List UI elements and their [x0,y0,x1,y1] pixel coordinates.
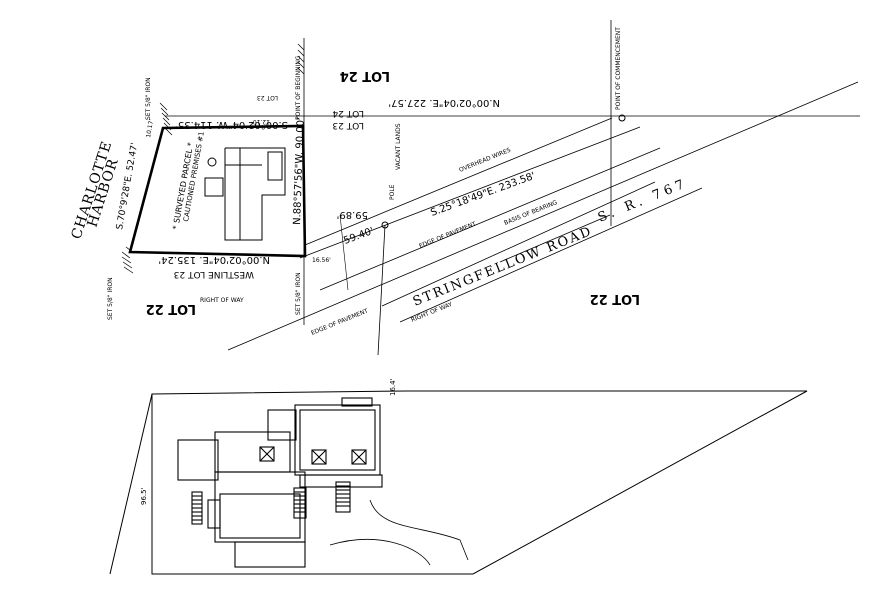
lot-24-small-label: LOT 24 [332,108,364,118]
edge-pavement-label-2: EDGE OF PAVEMENT [310,307,369,336]
surveyed-parcel-boundary [128,124,307,258]
lot-24-label: LOT 24 [340,68,390,83]
overhead-wires-label: OVERHEAD WIRES [458,147,512,174]
lot-23-corner-label: LOT 23 [257,94,278,101]
set-iron-label-3: SET 5/8" IRON [295,272,302,315]
commencement-marker [618,114,626,122]
dimension-2: 10.17' [145,118,155,138]
route-label: S. R. 767 [596,176,690,226]
site-plan: CHARLOTTE HARBOR LOT 24 LOT 24 LOT 23 LO… [69,20,860,356]
point-beginning-label: POINT OF BEGINNING [295,55,302,120]
floor-plan: 96.5' 16.4' [109,378,808,575]
bearing-top: S.00°02'04"W. 114.35' [175,119,288,130]
lot-22-left-label: LOT 22 [146,301,196,316]
site-boundary [151,390,808,575]
pole-label: POLE [389,184,396,200]
building-footprint [204,147,286,241]
lot-22-right-label: LOT 22 [590,291,640,306]
pole-line [377,224,386,356]
point-commencement-label: POINT OF COMMENCEMENT [615,27,622,110]
bearing-north: N.00°02'04"E. 227.57' [388,97,500,108]
dimension-3: 12.10' [251,118,270,125]
lot-23-top-label: LOT 23 [332,120,364,130]
leader-line [339,214,349,291]
westline-label: WESTLINE LOT 23 [174,269,254,279]
bearing-east: N.88°57'56"W. 90.00' [292,117,307,225]
distance-1: 59.40' [342,226,375,247]
vacant-lands-label: VACANT LANDS [395,123,402,170]
driveway-curve [329,499,469,566]
bearing-west: S.70°9'28"E. 52.47' [115,142,140,230]
dim-left-label: 96.5' [140,487,148,505]
dimension-1: 16.56' [312,257,331,264]
dim-top-label: 16.4' [389,378,397,396]
building-plan [177,397,383,568]
pole-marker [381,221,389,229]
site-boundary-left [109,393,153,575]
distance-2: 59.89' [337,209,368,220]
bearing-south: N.00°02'04"E. 135.24' [158,254,270,265]
set-iron-label-2: SET 5/8" IRON [107,277,114,320]
stairs-3 [335,481,351,513]
road-lines [227,81,859,351]
right-of-way-label-2: RIGHT OF WAY [200,297,244,304]
stairs-2 [293,487,307,519]
bearing-road: S.25°18'49"E. 233.58' [429,171,537,219]
stairs-1 [191,491,203,525]
set-iron-label-1: SET 5/8" IRON [145,77,152,120]
edge-pavement-label-1: EDGE OF PAVEMENT [418,220,477,249]
hatch-beginning [297,43,305,75]
